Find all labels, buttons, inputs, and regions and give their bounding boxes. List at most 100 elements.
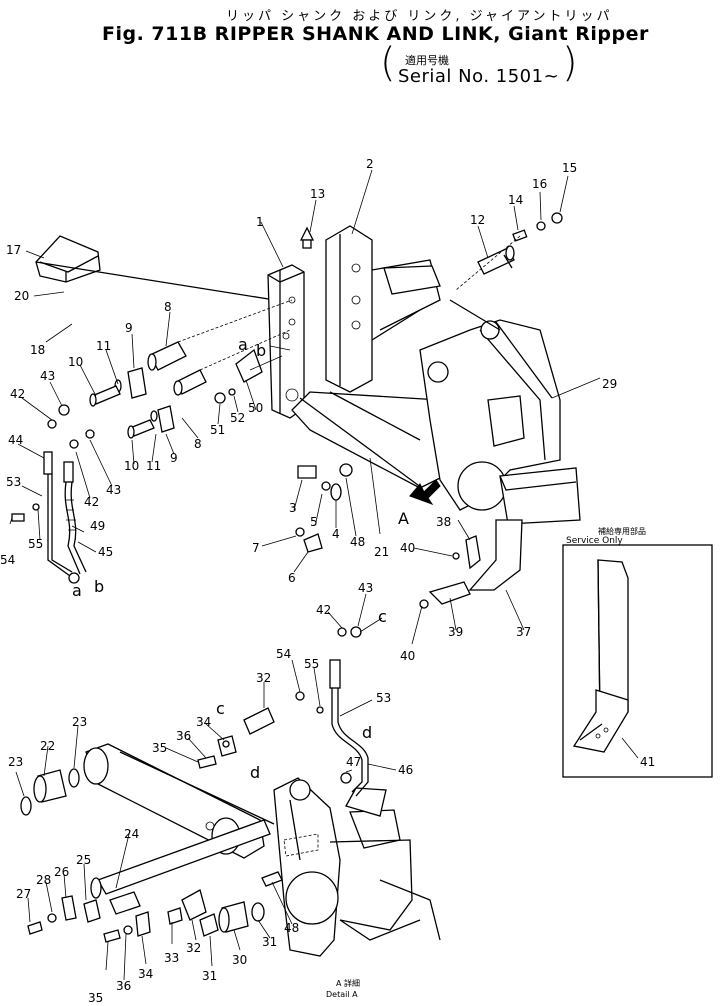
- callout-43-c: 43: [358, 581, 373, 595]
- service-only-inset: [562, 544, 713, 778]
- shank-lower-part: [329, 787, 441, 941]
- callout-2: 2: [366, 157, 374, 171]
- callout-6: 6: [288, 571, 296, 585]
- callout-40-a: 40: [400, 541, 415, 555]
- callout-27: 27: [16, 887, 31, 901]
- ref-c-upper: c: [378, 607, 387, 626]
- callout-51: 51: [210, 423, 225, 437]
- callout-14: 14: [508, 193, 523, 207]
- callout-41: 41: [640, 755, 655, 769]
- callout-54-b: 54: [276, 647, 291, 661]
- callout-23-a: 23: [8, 755, 23, 769]
- callout-53-a: 53: [6, 475, 21, 489]
- callout-12: 12: [470, 213, 485, 227]
- callout-18: 18: [30, 343, 45, 357]
- detail-a-japanese-label: A 詳細: [336, 978, 360, 988]
- callout-43-b: 43: [106, 483, 121, 497]
- callout-11-b: 11: [146, 459, 161, 473]
- callout-32-b: 32: [186, 941, 201, 955]
- callout-1: 1: [256, 215, 264, 229]
- callout-44: 44: [8, 433, 23, 447]
- callout-50: 50: [248, 401, 263, 415]
- ref-a-lower: a: [72, 581, 82, 600]
- callout-15: 15: [562, 161, 577, 175]
- japanese-title: リッパ シャンク および リンク, ジャイアントリッパ: [226, 9, 613, 24]
- callout-29: 29: [602, 377, 617, 391]
- callout-13: 13: [310, 187, 325, 201]
- callout-4: 4: [332, 527, 340, 541]
- paren-open: (: [380, 40, 396, 86]
- callout-23-b: 23: [72, 715, 87, 729]
- ref-c-lower: c: [216, 699, 225, 718]
- pin-part-8: [147, 341, 207, 396]
- callout-36-a: 36: [176, 729, 191, 743]
- callout-10-b: 10: [124, 459, 139, 473]
- callout-10-a: 10: [68, 355, 83, 369]
- serial-japanese-label: 適用号機: [405, 54, 449, 67]
- callout-20: 20: [14, 289, 29, 303]
- callout-34-b: 34: [138, 967, 153, 981]
- callout-37: 37: [516, 625, 531, 639]
- callout-55-a: 55: [28, 537, 43, 551]
- pin-part-12: [477, 245, 515, 275]
- callout-46: 46: [398, 763, 413, 777]
- callout-35-b: 35: [88, 991, 103, 1005]
- callout-43-a: 43: [40, 369, 55, 383]
- callout-17: 17: [6, 243, 21, 257]
- ref-a-upper: a: [238, 335, 248, 354]
- ripper-frame-part: [325, 225, 441, 393]
- callout-11-a: 11: [96, 339, 111, 353]
- serial-number: Serial No. 1501~: [398, 66, 560, 87]
- callout-42-a: 42: [10, 387, 25, 401]
- callout-31-b: 31: [262, 935, 277, 949]
- callout-55-b: 55: [304, 657, 319, 671]
- service-only-label: Service Only: [566, 536, 623, 546]
- callout-54-a: 54: [0, 553, 15, 567]
- callout-3: 3: [289, 501, 297, 515]
- service-only-japanese-label: 補給専用部品: [598, 526, 646, 536]
- callout-39: 39: [448, 625, 463, 639]
- link-plate-part: [267, 264, 305, 419]
- callout-7: 7: [252, 541, 260, 555]
- callout-53-b: 53: [376, 691, 391, 705]
- callout-21: 21: [374, 545, 389, 559]
- shank-body-part: [419, 299, 581, 591]
- paren-close: ): [562, 40, 578, 86]
- figure-title: Fig. 711B RIPPER SHANK AND LINK, Giant R…: [102, 23, 649, 45]
- detail-a-label: Detail A: [326, 990, 358, 999]
- callout-9-b: 9: [170, 451, 178, 465]
- callout-26: 26: [54, 865, 69, 879]
- callout-22: 22: [40, 739, 55, 753]
- ref-d-lower: d: [250, 763, 260, 782]
- cover-plate-part: [35, 235, 282, 302]
- callout-34-a: 34: [196, 715, 211, 729]
- callout-35-a: 35: [152, 741, 167, 755]
- callout-25: 25: [76, 853, 91, 867]
- callout-32-a: 32: [256, 671, 271, 685]
- callout-36-b: 36: [116, 979, 131, 993]
- reference-letters: a a b b c c d d A: [72, 335, 409, 782]
- hose-assembly-part: [43, 451, 87, 584]
- callout-47: 47: [346, 755, 361, 769]
- ref-detail-a: A: [398, 509, 409, 528]
- callout-31-a: 31: [202, 969, 217, 983]
- callout-48-b: 48: [284, 921, 299, 935]
- detail-a-arrow-icon: [409, 479, 441, 505]
- callout-33: 33: [164, 951, 179, 965]
- callout-5: 5: [310, 515, 318, 529]
- ref-d-upper: d: [362, 723, 372, 742]
- tip-parts: [411, 519, 525, 645]
- callout-24: 24: [124, 827, 139, 841]
- callout-38: 38: [436, 515, 451, 529]
- lower-hose-part: [295, 626, 369, 797]
- ref-b-lower: b: [94, 577, 104, 596]
- callout-9-a: 9: [125, 321, 133, 335]
- callout-8-b: 8: [194, 437, 202, 451]
- callout-48-a: 48: [350, 535, 365, 549]
- upper-assembly: [9, 169, 601, 591]
- lower-assembly: [15, 593, 441, 981]
- callout-52: 52: [230, 411, 245, 425]
- callout-labels: 1 2 3 4 5 6 7 8 8 9 9 10 10 11 11 12 13 …: [0, 157, 655, 1005]
